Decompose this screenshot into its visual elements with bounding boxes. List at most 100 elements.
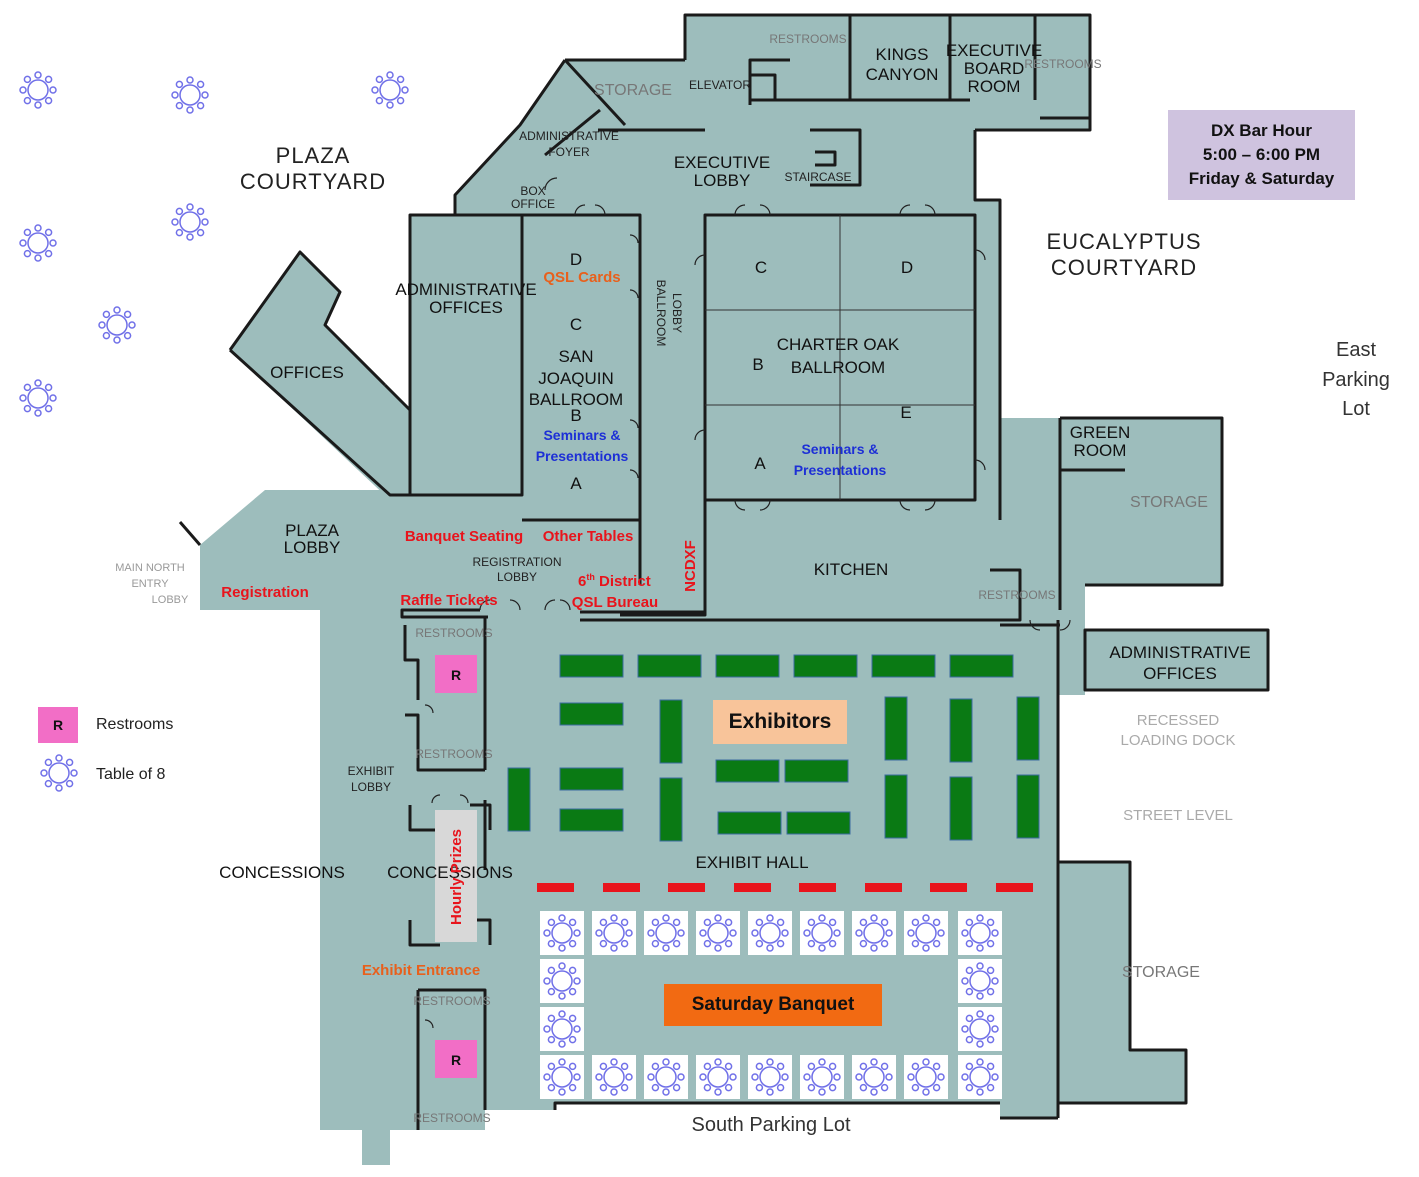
room-exhibit-lobby-2: LOBBY [351,780,391,794]
dx-bar-title: DX Bar Hour [1210,121,1313,140]
exhibitor-table [559,702,624,726]
courtyard-table-icon [19,224,57,262]
room-storage-right: STORAGE [1130,494,1208,511]
room-concessions-left: CONCESSIONS [219,863,345,882]
exhibitor-table [715,654,780,678]
legend-table-spacer [38,757,78,793]
saturday-banquet-box: Saturday Banquet [664,984,882,1026]
legend: R Restrooms Table of 8 [38,705,173,795]
other-tables-label: Other Tables [543,528,634,545]
dx-bar-days: Friday & Saturday [1188,169,1335,188]
room-storage-bottom: STORAGE [1122,964,1200,981]
room-sj-b: B [570,406,581,425]
banquet-table-bg [644,911,688,955]
room-restrooms-lower: RESTROOMS [413,994,490,1008]
room-sj-ballroom: BALLROOM [529,390,623,409]
dx-bar-hour-box: DX Bar Hour 5:00 – 6:00 PM Friday & Satu… [1168,110,1355,200]
room-co-c: C [755,258,767,277]
room-sj-c: C [570,315,582,334]
courtyard-table-icon [171,203,209,241]
recessed-loading-1: RECESSED [1137,712,1220,729]
sixth-district-line2: QSL Bureau [572,594,658,611]
eucalyptus-courtyard-1: EUCALYPTUS [1046,229,1201,254]
room-exhibit-hall: EXHIBIT HALL [695,853,808,872]
room-co-b: B [752,355,763,374]
courtyard-table-icon [19,71,57,109]
exhibitor-table [659,699,683,764]
banquet-table-bg [592,911,636,955]
banquet-table-bg [748,1055,792,1099]
banquet-table-bg [540,1055,584,1099]
exhibitor-table [717,811,782,835]
banquet-table-bg [852,911,896,955]
dx-bar-time: 5:00 – 6:00 PM [1202,145,1321,164]
room-green-2: ROOM [1074,441,1127,460]
north-entry-1: MAIN NORTH [115,562,185,574]
plaza-courtyard-1: PLAZA [276,143,351,168]
room-sj-joaquin: JOAQUIN [538,369,614,388]
exhibitor-table [784,759,849,783]
exhibitor-table [559,808,624,832]
exhibitor-table [949,654,1014,678]
banquet-table-bg [800,1055,844,1099]
north-entry-3: LOBBY [152,594,189,606]
exhibitor-table [884,774,908,839]
room-staircase: STAIRCASE [784,170,851,184]
room-box-office-1: BOX [520,184,545,198]
outside-labels: PLAZA COURTYARD EUCALYPTUS COURTYARD Eas… [115,143,1390,1136]
room-admin-offices-left-2: OFFICES [429,298,503,317]
exhibitor-table [715,759,780,783]
room-co-e: E [900,403,911,422]
room-plaza-lobby-2: LOBBY [284,538,341,557]
exhibitor-table [949,776,973,841]
banquet-table-bg [800,911,844,955]
hourly-prizes-label: Hourly Prizes [448,829,465,925]
eucalyptus-courtyard-2: COURTYARD [1051,255,1197,280]
room-kitchen: KITCHEN [814,560,889,579]
hourly-prizes-box [435,810,477,942]
exhibitors-box: Exhibitors [713,700,847,744]
room-admin-offices-right-2: OFFICES [1143,664,1217,683]
exhibitor-table [786,811,851,835]
room-exec-board-3: ROOM [968,77,1021,96]
room-labels: RESTROOMS STORAGE ELEVATOR KINGS CANYON … [219,32,1251,1125]
banquet-table-bg [748,911,792,955]
ncdxf-label: NCDXF [682,540,699,592]
banquet-tables [540,911,1002,1099]
legend-table-label: Table of 8 [96,766,166,783]
room-box-office-2: OFFICE [511,197,555,211]
banquet-table-bg [696,1055,740,1099]
courtyard-table-icon [371,71,409,109]
walls [178,13,1270,1130]
legend-restroom-marker: R [38,707,78,743]
room-admin-offices-right-1: ADMINISTRATIVE [1109,643,1250,662]
banquet-table-bg [696,911,740,955]
restroom-marker-label: R [451,667,461,683]
room-sj-a: A [570,474,582,493]
banquet-table-bg [852,1055,896,1099]
room-kings-canyon-1: KINGS [876,45,929,64]
room-exec-lobby-2: LOBBY [694,171,751,190]
exhibit-hall-divider [537,883,1033,892]
room-offices: OFFICES [270,363,344,382]
exhibitor-table [507,767,531,832]
north-entry-2: ENTRY [131,578,169,590]
recessed-loading-2: LOADING DOCK [1120,732,1235,749]
room-restrooms-top: RESTROOMS [769,32,846,46]
legend-restrooms-label: Restrooms [96,716,174,733]
exhibitor-table [949,698,973,763]
seminars-sj-1: Seminars & [543,427,620,443]
banquet-table-bg [958,911,1002,955]
room-admin-foyer-1: ADMINISTRATIVE [519,129,619,143]
restroom-marker-lower [435,1040,477,1078]
east-parking-1: East [1336,339,1376,361]
room-exhibit-lobby-1: EXHIBIT [348,764,395,778]
sixth-district-line1: 6th District [578,572,651,590]
street-level: STREET LEVEL [1123,807,1233,824]
room-exec-board-2: BOARD [964,59,1024,78]
exhibitor-table [871,654,936,678]
room-plaza-lobby-1: PLAZA [285,521,340,540]
exhibitor-table [559,654,624,678]
